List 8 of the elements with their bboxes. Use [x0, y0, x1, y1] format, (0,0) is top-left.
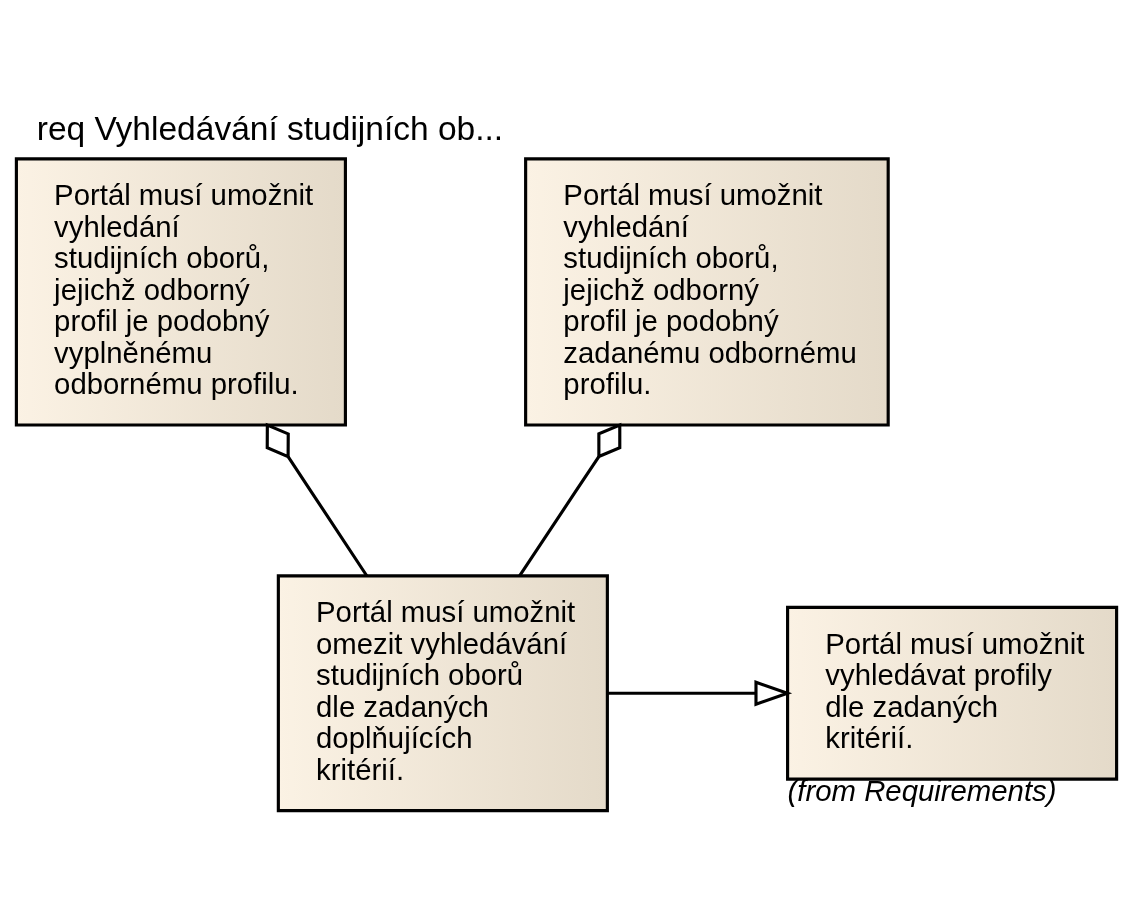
node-box: Portál musí umožnit omezit vyhledávání studijních oborů dle zadaných doplňujících kritérií.: [276, 574, 609, 813]
connector: [518, 422, 622, 577]
arrow: [607, 680, 793, 707]
diagram-title: req Vyhledávání studijních ob...: [36, 109, 504, 147]
node-box: Portál musí umožnit vyhledání studijních oborů, jejichž odborný profil je podobný zadanému odbornému profilu.: [524, 157, 890, 427]
connector: [265, 422, 369, 577]
node-box: Portál musí umožnit vyhledání studijních oborů, jejichž odborný profil je podobný vyplněnému odbornému profilu.: [14, 157, 347, 427]
node-box: Portál musí umožnit vyhledávat profily dle zadaných kritérií.: [786, 605, 1119, 781]
